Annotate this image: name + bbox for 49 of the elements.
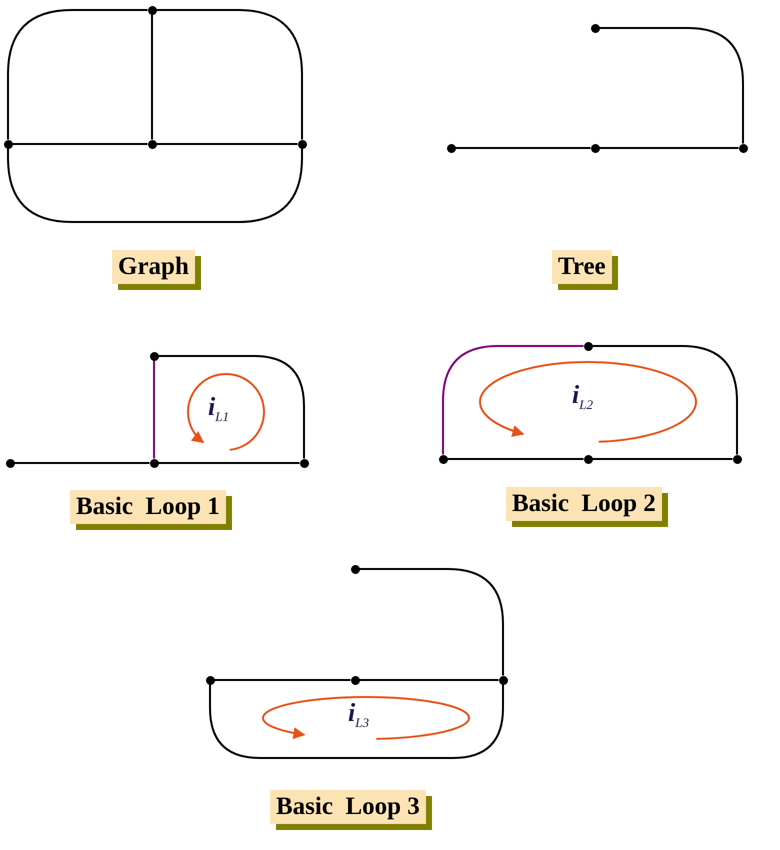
- node-dot: [148, 140, 156, 148]
- connecting-line: [214, 679, 350, 681]
- node-dot: [4, 140, 12, 148]
- caption-label: Basic Loop 2: [506, 487, 662, 521]
- connecting-line: [7, 148, 303, 223]
- node-dot: [438, 454, 448, 464]
- connecting-line: [600, 147, 738, 149]
- connecting-line: [442, 345, 584, 454]
- connecting-line: [448, 458, 584, 460]
- connecting-line: [360, 568, 504, 676]
- connecting-line: [12, 143, 148, 145]
- node-dot: [584, 454, 592, 464]
- node-dot: [206, 676, 214, 684]
- node-dot: [732, 454, 742, 464]
- node-dot: [150, 352, 158, 360]
- node-dot: [350, 564, 360, 574]
- node-dot: [300, 458, 308, 468]
- connecting-line: [600, 27, 744, 144]
- caption-label: Tree: [552, 250, 612, 284]
- node-dot: [298, 140, 306, 148]
- node-dot: [350, 676, 360, 684]
- connecting-line: [7, 9, 148, 140]
- connecting-line: [592, 458, 732, 460]
- connecting-line: [209, 684, 504, 759]
- node-dot: [6, 458, 14, 468]
- connecting-line: [156, 143, 298, 145]
- connecting-line: [592, 345, 738, 454]
- current-label: i$_{L1}$: [208, 392, 229, 426]
- connecting-line: [156, 9, 303, 140]
- caption-label: Basic Loop 3: [270, 790, 426, 824]
- node-dot: [590, 144, 600, 152]
- connecting-line: [158, 462, 300, 464]
- connecting-line: [151, 14, 153, 140]
- connecting-line: [14, 462, 150, 464]
- node-dot: [498, 676, 508, 684]
- connecting-line: [158, 355, 305, 458]
- node-dot: [446, 144, 456, 152]
- connecting-line: [456, 147, 590, 149]
- node-dot: [590, 24, 600, 32]
- connecting-line: [153, 360, 155, 458]
- node-dot: [584, 342, 592, 350]
- caption-label: Graph: [112, 250, 195, 284]
- node-dot: [738, 144, 748, 152]
- node-dot: [148, 6, 156, 14]
- current-label: i$_{L3}$: [348, 698, 369, 732]
- caption-label: Basic Loop 1: [70, 490, 226, 524]
- current-label: i$_{L2}$: [572, 380, 593, 414]
- node-dot: [150, 458, 158, 468]
- connecting-line: [360, 679, 498, 681]
